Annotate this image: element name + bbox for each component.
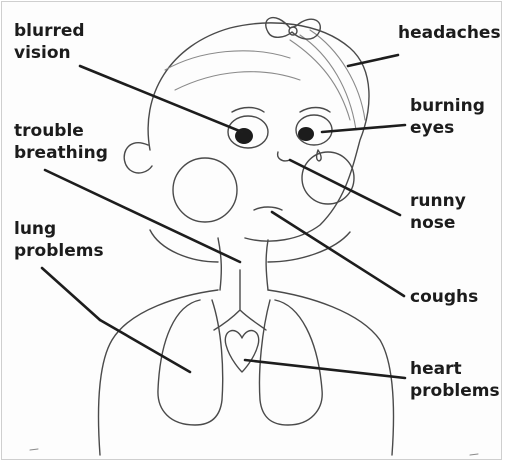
right-pupil: [298, 127, 314, 141]
label-trouble-breathing: trouble breathing: [14, 120, 108, 164]
dash-mark-right: [470, 454, 478, 455]
heart: [225, 331, 258, 372]
leader-runny-nose: [290, 160, 400, 215]
leader-lung-problems: [42, 268, 100, 320]
dash-mark-left: [30, 449, 38, 450]
tear: [317, 150, 322, 161]
label-heart-problems-line1: heart: [410, 358, 500, 380]
label-lung-problems: lung problems: [14, 218, 104, 262]
label-lung-problems-line1: lung: [14, 218, 104, 240]
mouth: [254, 207, 282, 210]
label-runny-nose-line1: runny: [410, 190, 466, 212]
left-lung: [158, 300, 223, 425]
label-burning-eyes-line2: eyes: [410, 117, 485, 139]
label-blurred-vision: blurred vision: [14, 20, 85, 64]
neck: [218, 238, 268, 290]
leader-headaches: [348, 55, 398, 66]
leader-coughs: [272, 212, 404, 296]
nose: [278, 152, 290, 161]
label-headaches: headaches: [398, 22, 501, 44]
leader-heart-problems: [245, 360, 405, 378]
ear: [124, 143, 152, 173]
label-heart-problems-line2: problems: [410, 380, 500, 402]
label-runny-nose-line2: nose: [410, 212, 466, 234]
label-blurred-vision-line1: blurred: [14, 20, 85, 42]
label-headaches-line1: headaches: [398, 22, 501, 44]
label-burning-eyes: burning eyes: [410, 95, 485, 139]
leader-lung-problems-2: [100, 320, 190, 372]
label-burning-eyes-line1: burning: [410, 95, 485, 117]
label-runny-nose: runny nose: [410, 190, 466, 234]
label-coughs: coughs: [410, 286, 478, 308]
label-trouble-breathing-line2: breathing: [14, 142, 108, 164]
label-blurred-vision-line2: vision: [14, 42, 85, 64]
left-cheek: [173, 158, 237, 222]
hair-strands: [165, 30, 365, 130]
label-trouble-breathing-line1: trouble: [14, 120, 108, 142]
eyebrows: [232, 108, 330, 113]
label-heart-problems: heart problems: [410, 358, 500, 402]
label-lung-problems-line2: problems: [14, 240, 104, 262]
label-coughs-line1: coughs: [410, 286, 478, 308]
bronchi: [214, 270, 266, 330]
